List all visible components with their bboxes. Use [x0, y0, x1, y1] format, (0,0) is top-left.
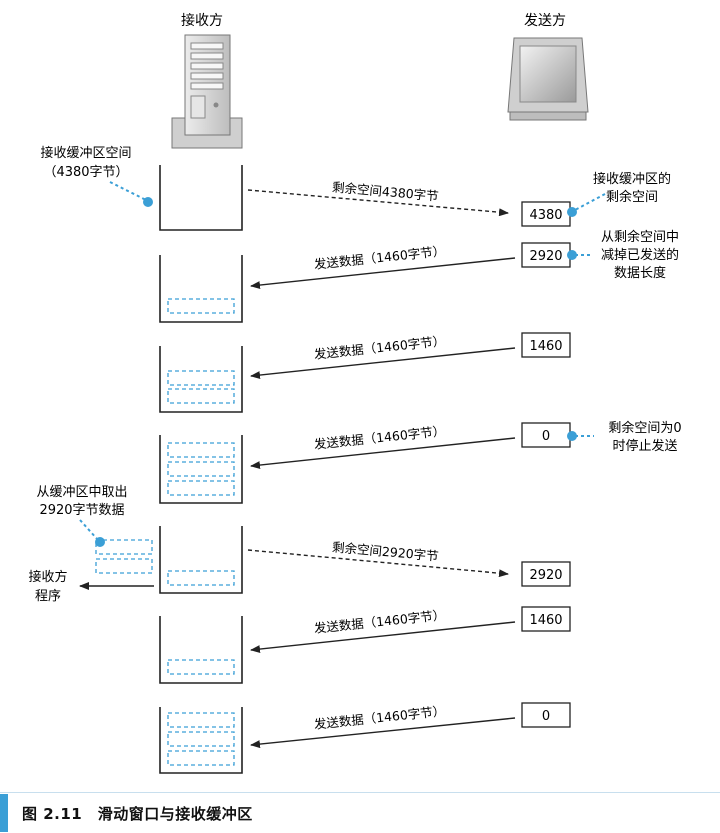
- send-data-arrow: [250, 347, 516, 380]
- monitor-icon: [507, 37, 589, 121]
- send-data-arrow: [250, 257, 516, 290]
- note-remaining: 接收缓冲区的: [593, 171, 671, 187]
- sliding-window-diagram: 接收方 发送方: [28, 12, 682, 774]
- callout-leader: [79, 519, 99, 541]
- send-data-arrow: [250, 437, 516, 470]
- callout-leader: [109, 181, 147, 201]
- data-segment: [167, 388, 235, 404]
- callout-dot: [567, 431, 577, 441]
- callout-leader: [574, 193, 606, 211]
- arrow-label: 剩余空间4380字节: [332, 179, 440, 203]
- window-value-box: [521, 332, 571, 358]
- window-value: 1460: [529, 613, 562, 628]
- data-segment: [167, 298, 235, 314]
- data-segment: [167, 750, 235, 766]
- window-value-box: [521, 201, 571, 227]
- receive-buffer: [159, 165, 243, 231]
- window-value: 0: [542, 429, 550, 444]
- callout-dot: [143, 197, 153, 207]
- send-data-arrow: [250, 717, 516, 749]
- window-advertisement-arrow: [247, 549, 509, 578]
- note-subtract: 减掉已发送的: [601, 247, 679, 263]
- arrow-label: 剩余空间2920字节: [332, 539, 440, 563]
- window-value-box: [521, 702, 571, 728]
- data-segment: [167, 731, 235, 747]
- data-segment: [167, 461, 235, 477]
- note-zero-window: 剩余空间为0: [608, 420, 681, 436]
- data-segment: [167, 442, 235, 458]
- window-value: 4380: [529, 208, 562, 223]
- callout-dot: [567, 250, 577, 260]
- callout-dot: [567, 207, 577, 217]
- note-subtract: 数据长度: [614, 265, 666, 281]
- callout-dot: [95, 537, 105, 547]
- data-segment: [167, 659, 235, 675]
- note-buffer-space: 接收缓冲区空间: [40, 145, 131, 161]
- data-segment: [167, 570, 235, 586]
- window-value: 1460: [529, 339, 562, 354]
- window-advertisement-arrow: [247, 189, 509, 217]
- note-take-data: 从缓冲区中取出: [36, 485, 127, 500]
- note-subtract: 从剩余空间中: [601, 229, 679, 245]
- window-value: 2920: [529, 568, 562, 583]
- send-data-arrow: [250, 621, 516, 654]
- caption-accent-bar: [0, 794, 8, 832]
- receive-buffer: [159, 435, 243, 504]
- window-value-box: [521, 242, 571, 268]
- sender-title: 发送方: [524, 13, 566, 29]
- receive-buffer: [159, 346, 243, 413]
- receiver-title: 接收方: [181, 12, 223, 29]
- figure-caption: 图 2.11 滑动窗口与接收缓冲区: [0, 792, 720, 833]
- data-segment: [167, 370, 235, 386]
- note-take-data: 2920字节数据: [39, 503, 124, 518]
- receive-buffer: [159, 526, 243, 594]
- note-zero-window: 时停止发送: [612, 438, 677, 454]
- extracted-segment: [95, 558, 153, 574]
- caption-text: 图 2.11 滑动窗口与接收缓冲区: [22, 805, 253, 823]
- data-segment: [167, 480, 235, 496]
- receive-buffer: [159, 255, 243, 323]
- receive-buffer: [159, 707, 243, 774]
- window-value: 0: [542, 709, 550, 724]
- server-icon: [171, 34, 243, 149]
- receive-buffer: [159, 616, 243, 684]
- note-application: 接收方: [28, 569, 67, 585]
- window-value: 2920: [529, 249, 562, 264]
- data-segment: [167, 712, 235, 728]
- window-value-box: [521, 606, 571, 632]
- note-application: 程序: [35, 589, 61, 604]
- extracted-segment: [95, 539, 153, 555]
- window-value-box: [521, 422, 571, 448]
- note-buffer-size: （4380字节）: [43, 165, 128, 180]
- window-value-box: [521, 561, 571, 587]
- note-remaining: 剩余空间: [606, 189, 658, 205]
